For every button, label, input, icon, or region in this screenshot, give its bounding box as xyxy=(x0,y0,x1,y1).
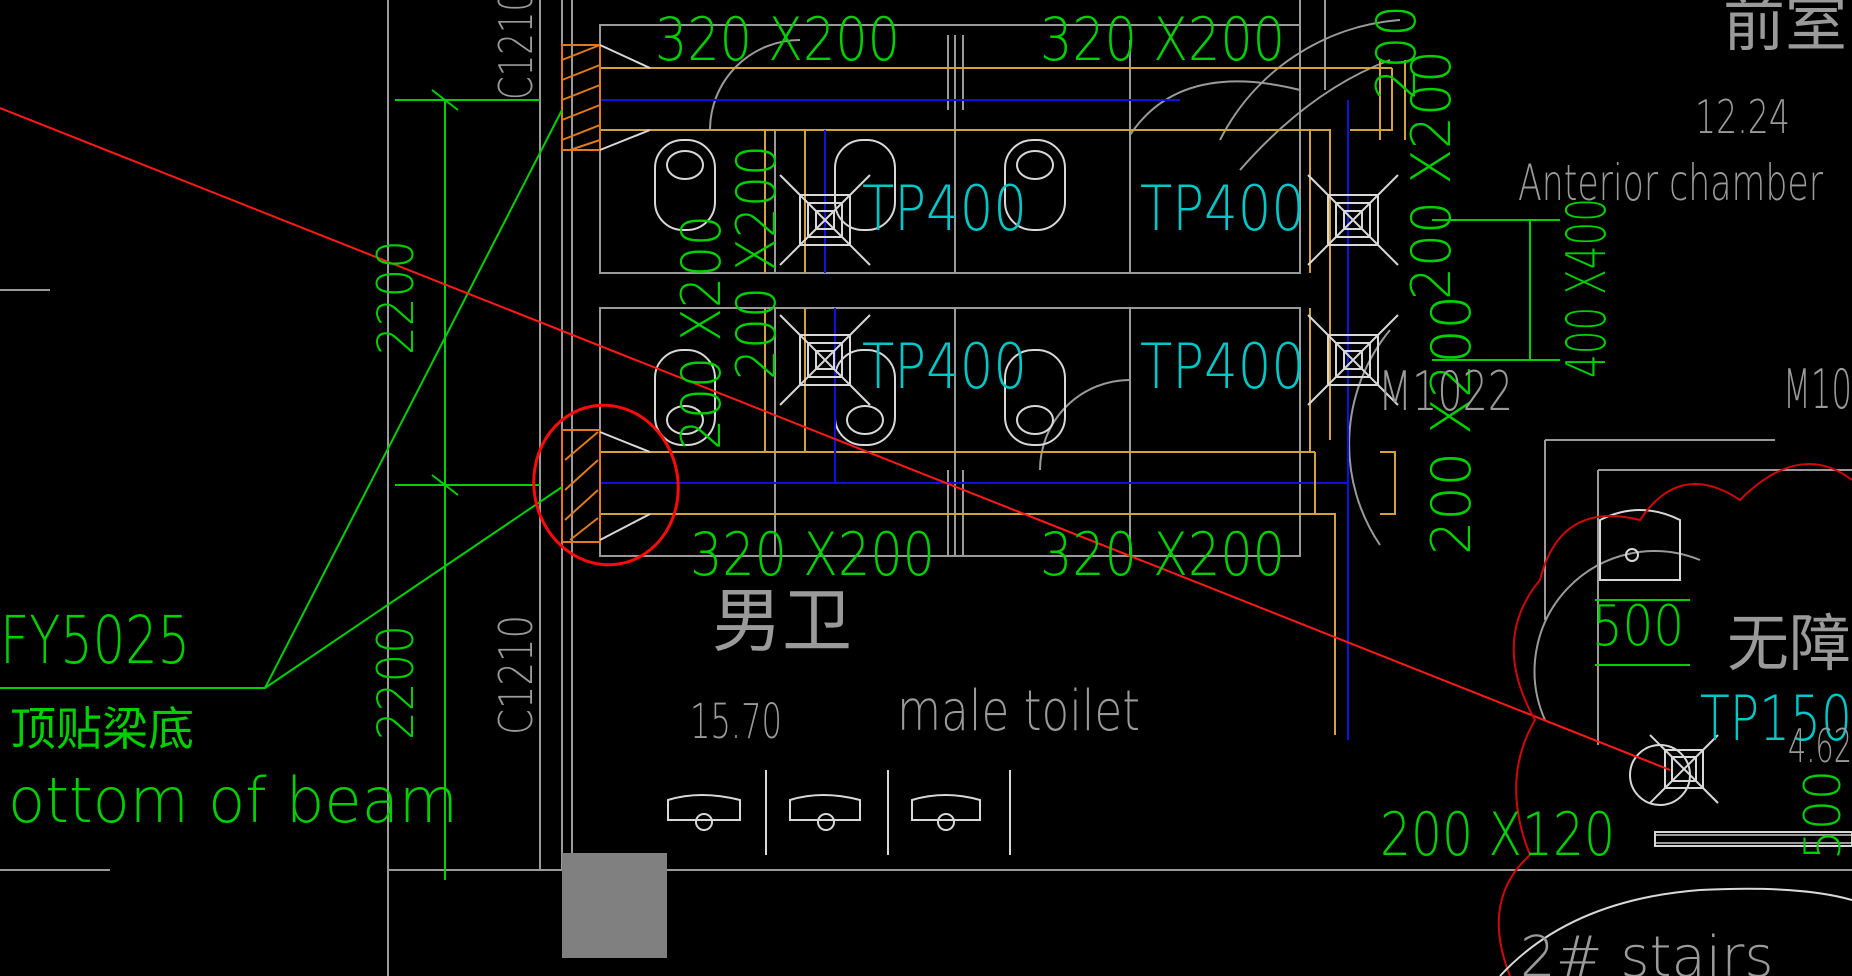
dim-label-500b: 500 xyxy=(1794,770,1852,860)
room-name-cn: 男卫 xyxy=(712,580,852,662)
vent-label-1: TP400 xyxy=(862,172,1027,245)
room-name-en: male toilet xyxy=(897,679,1140,744)
dim-label-500: 500 xyxy=(1592,594,1684,659)
dimension-lines xyxy=(395,89,1690,880)
markup-circle[interactable] xyxy=(521,394,691,577)
duct-label-vertical-right-b: 200 X200 xyxy=(1420,295,1483,555)
dim-label-upper: 2200 xyxy=(367,240,425,355)
vent-grille-4[interactable] xyxy=(1307,314,1399,406)
door-label: M1022 xyxy=(1378,360,1513,423)
vent-label-2: TP400 xyxy=(1140,172,1305,245)
duct-label-vertical-right-c: 200 X200 xyxy=(1365,0,1428,100)
duct-label-vertical-far: 400 X400 xyxy=(1555,198,1618,378)
duct-label-vertical-left-b: 200 X200 xyxy=(725,145,788,380)
fan-tag: FY5025 xyxy=(0,602,190,679)
fan-connection-bottom xyxy=(561,429,651,543)
duct-label-vertical-right-a: 200 X200 xyxy=(1400,50,1463,300)
red-reference-line xyxy=(0,107,1671,771)
chamber-name-en: Anterior chamber xyxy=(1518,154,1823,212)
vent-grille-3[interactable] xyxy=(779,314,871,406)
revision-cloud xyxy=(1497,463,1852,976)
structural-column xyxy=(562,853,667,958)
note-cn: 顶贴梁底 xyxy=(10,702,194,756)
vent-label-5: TP150 xyxy=(1700,682,1852,755)
fan-connection-top xyxy=(561,44,651,151)
stairs-label: 2# stairs xyxy=(1520,925,1774,976)
door-label-right: M10 xyxy=(1783,358,1852,421)
column-label-top: C1210 xyxy=(489,0,543,100)
accessible-level: 4.62 xyxy=(1788,719,1852,773)
vent-grille-1[interactable] xyxy=(779,174,871,266)
vent-label-3: TP400 xyxy=(862,330,1027,403)
vent-grille-5[interactable] xyxy=(1649,734,1719,804)
vent-label-4: TP400 xyxy=(1140,330,1305,403)
duct-label-vertical-left-a: 200 X200 xyxy=(670,215,733,450)
duct-label-top-right: 320 X200 xyxy=(1040,5,1285,75)
duct-runs xyxy=(600,60,1406,740)
dim-label-lower: 2200 xyxy=(367,625,425,740)
squat-toilets xyxy=(654,139,1066,446)
duct-label-top-left: 320 X200 xyxy=(655,5,900,75)
duct-label-bottom-left: 320 X200 xyxy=(690,520,935,590)
column-label-bottom: C1210 xyxy=(489,615,543,735)
chamber-level: 12.24 xyxy=(1695,90,1790,144)
vent-grille-2[interactable] xyxy=(1307,174,1399,266)
duct-label-horizontal-bottom: 200 X120 xyxy=(1380,800,1615,870)
note-en: ottom of beam xyxy=(8,764,458,837)
leader-lines xyxy=(0,109,563,689)
urinal-fixtures xyxy=(667,770,1011,855)
room-level: 15.70 xyxy=(690,694,782,750)
duct-label-bottom-right: 320 X200 xyxy=(1040,520,1285,590)
chamber-name-cn: 前室 xyxy=(1723,0,1847,60)
stairs-arc xyxy=(1499,887,1852,976)
accessible-name-cn: 无障 xyxy=(1727,607,1851,680)
